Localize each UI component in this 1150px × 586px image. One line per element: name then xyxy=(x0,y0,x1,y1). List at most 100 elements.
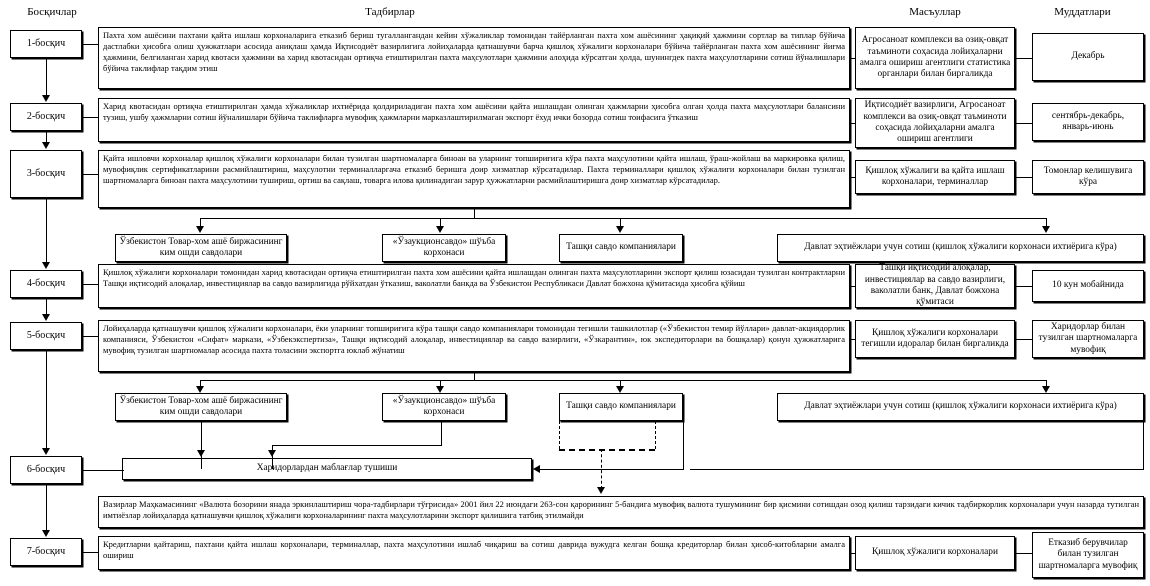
stage-connector-4-5 xyxy=(46,298,47,314)
link-measure4-responsible4 xyxy=(850,286,856,287)
stage-label-1: 1-босқич xyxy=(26,37,66,49)
stage-connector-3-4 xyxy=(46,198,47,262)
measure-box-4[interactable]: Қишлоқ хўжалиги корхоналари томонидан ха… xyxy=(98,264,850,308)
deadline-text-5: Харидорлар билан тузилган шартномаларга … xyxy=(1038,321,1138,355)
deadline-box-2[interactable]: сентябрь-декабрь, январь-июнь xyxy=(1032,103,1144,141)
link-measure2-responsible2 xyxy=(850,123,856,124)
channel-box-row1-foreigntrade[interactable]: Ташқи савдо компаниялари xyxy=(559,234,683,262)
measure-text-5: Лойиҳаларда қатнашувчи қишлоқ хўжалиги к… xyxy=(103,323,845,356)
responsible-box-7[interactable]: Қишлоқ хўжалиги корхоналари xyxy=(855,536,1015,570)
channel-text-row2-foreigntrade: Ташқи савдо компаниялари xyxy=(566,401,676,412)
measure-box-7[interactable]: Кредитларни қайтариш, пахтани қайта ишла… xyxy=(98,536,850,570)
stage-arrow-3 xyxy=(41,142,50,149)
route-row2-c4-into-payments xyxy=(690,469,1144,470)
stage-arrow-5 xyxy=(41,314,50,321)
measure-box-5[interactable]: Лойиҳаларда қатнашувчи қишлоқ хўжалиги к… xyxy=(98,320,850,372)
bus-arrow-row2-c3 xyxy=(615,386,624,393)
link-measure3-responsible3 xyxy=(850,177,856,178)
link-stage6-measure6 xyxy=(82,470,122,471)
bus-branch-row1-c1 xyxy=(200,218,201,228)
bus-drop-row1 xyxy=(474,208,475,218)
route-row2-c2-down xyxy=(272,445,273,469)
bus-arrow-row1-c1 xyxy=(195,226,204,233)
stage-arrow-4 xyxy=(41,262,50,269)
bus-branch-row2-c2 xyxy=(440,380,441,388)
column-header-responsible: Масъуллар xyxy=(909,6,961,18)
bus-branch-row2-c1 xyxy=(200,380,201,388)
bus-drop-row2 xyxy=(474,372,475,380)
responsible-box-3[interactable]: Қишлоқ хўжалиги ва қайта ишлаш корхонала… xyxy=(855,160,1015,194)
stage-arrow-7 xyxy=(41,530,50,537)
deadline-text-7: Етказиб берувчилар билан тузилган шартно… xyxy=(1038,537,1138,571)
link-stage2-measure2 xyxy=(82,117,98,118)
deadline-box-1[interactable]: Декабрь xyxy=(1032,33,1144,81)
deadline-box-5[interactable]: Харидорлар билан тузилган шартномаларга … xyxy=(1032,320,1144,358)
stage-label-6: 6-босқич xyxy=(26,463,66,475)
bus-arrow-row1-c2 xyxy=(435,226,444,233)
stage-box-3[interactable]: 3-босқич xyxy=(10,150,82,198)
link-stage1-measure1 xyxy=(82,44,98,45)
responsible-box-4[interactable]: Ташқи иқтисодий алоқалар, инвестициялар … xyxy=(855,263,1015,308)
responsible-text-1: Агросаноат комплекси ва озиқ-овқат таъми… xyxy=(859,35,1011,80)
channel-box-row2-exchange[interactable]: Ўзбекистон Товар-хом ашё биржасининг ким… xyxy=(115,393,287,421)
stage-connector-5-6 xyxy=(46,350,47,448)
stage-box-1[interactable]: 1-босқич xyxy=(10,30,82,58)
stage-box-5[interactable]: 5-босқич xyxy=(10,322,82,350)
channel-box-row2-state[interactable]: Давлат эҳтиёжлари учун сотиш (қишлоқ хўж… xyxy=(777,393,1144,421)
route-row2-c3-drop xyxy=(683,421,684,469)
bus-arrow-row2-c2 xyxy=(435,386,444,393)
stage-label-7: 7-босқич xyxy=(26,545,66,557)
responsible-box-1[interactable]: Агросаноат комплекси ва озиқ-овқат таъми… xyxy=(855,27,1015,89)
channel-box-row2-foreigntrade[interactable]: Ташқи савдо компаниялари xyxy=(559,393,683,421)
responsible-text-5: Қишлоқ хўжалиги корхоналари тегишли идор… xyxy=(861,327,1009,349)
channel-text-row2-exchange: Ўзбекистон Товар-хом ашё биржасининг ким… xyxy=(119,395,283,417)
measure-box-1[interactable]: Пахта хом ашёсини пахтани қайта ишлаш ко… xyxy=(98,27,850,89)
stage-arrow-2 xyxy=(41,95,50,102)
bus-line-row1 xyxy=(200,218,1046,219)
deadline-text-3: Томонлар келишувига кўра xyxy=(1043,165,1133,187)
channel-text-row1-state: Давлат эҳтиёжлари учун сотиш (қишлоқ хўж… xyxy=(804,242,1117,253)
bus-branch-row2-c4 xyxy=(1046,380,1047,388)
channel-box-row1-auction[interactable]: «Ўзаукционсавдо» шўъба корхонаси xyxy=(382,234,506,262)
dashed-arrow-to-note xyxy=(596,487,605,494)
measure-text-2: Харид квотасидан ортиқча етиштирилган ҳа… xyxy=(103,101,845,123)
stage-box-6[interactable]: 6-босқич xyxy=(10,456,82,484)
responsible-box-2[interactable]: Иқтисодиёт вазирлиги, Агросаноат комплек… xyxy=(855,98,1015,148)
responsible-text-2: Иқтисодиёт вазирлиги, Агросаноат комплек… xyxy=(863,100,1007,145)
link-responsible2-deadline2 xyxy=(1015,123,1032,124)
route-row2-c2-drop xyxy=(441,421,442,445)
deadline-box-7[interactable]: Етказиб берувчилар билан тузилган шартно… xyxy=(1032,532,1144,578)
channel-box-row2-auction[interactable]: «Ўзаукционсавдо» шўъба корхонаси xyxy=(382,393,506,421)
link-measure5-responsible5 xyxy=(850,339,856,340)
measure-box-3[interactable]: Қайта ишловчи корхоналар қишлоқ хўжалиги… xyxy=(98,150,850,208)
stage-label-3: 3-босқич xyxy=(26,167,66,179)
measure-text-4: Қишлоқ хўжалиги корхоналари томонидан ха… xyxy=(103,267,845,289)
bus-branch-row1-c2 xyxy=(440,218,441,228)
bus-arrow-row2-c4 xyxy=(1041,386,1050,393)
channel-text-row1-exchange: Ўзбекистон Товар-хом ашё биржасининг ким… xyxy=(119,236,283,258)
route-arrow-c2-into-payments xyxy=(267,450,276,457)
deadline-box-3[interactable]: Томонлар келишувига кўра xyxy=(1032,160,1144,194)
stage-connector-6-7 xyxy=(46,484,47,530)
stage-arrow-6 xyxy=(41,448,50,455)
stage-box-2[interactable]: 2-босқич xyxy=(10,103,82,131)
link-stage4-measure4 xyxy=(82,284,98,285)
channel-box-row1-state[interactable]: Давлат эҳтиёжлари учун сотиш (қишлоқ хўж… xyxy=(777,234,1144,262)
channel-box-row1-exchange[interactable]: Ўзбекистон Товар-хом ашё биржасининг ким… xyxy=(115,234,287,262)
deadline-box-4[interactable]: 10 кун мобайнида xyxy=(1032,270,1144,302)
stage-box-7[interactable]: 7-босқич xyxy=(10,538,82,566)
responsible-box-5[interactable]: Қишлоқ хўжалиги корхоналари тегишли идор… xyxy=(855,320,1015,358)
route-row2-c3-into-payments xyxy=(540,469,684,470)
measure-text-7: Кредитларни қайтариш, пахтани қайта ишла… xyxy=(103,539,845,561)
link-stage3-measure3 xyxy=(82,174,98,175)
note-box[interactable]: Вазирлар Маҳкамасининг «Валюта бозорини … xyxy=(98,496,1144,528)
bus-branch-row1-c3 xyxy=(620,218,621,228)
measure-box-2[interactable]: Харид квотасидан ортиқча етиштирилган ҳа… xyxy=(98,98,850,142)
link-payments-left xyxy=(110,470,124,471)
channel-text-row1-auction: «Ўзаукционсавдо» шўъба корхонаси xyxy=(392,236,496,258)
measure-box-6-payments[interactable]: Харидорлардан маблағлар тушиши xyxy=(122,458,532,480)
bus-arrow-row2-c1 xyxy=(195,386,204,393)
stage-box-4[interactable]: 4-босқич xyxy=(10,270,82,298)
dashed-line-c3-right xyxy=(655,421,656,449)
measure-text-3: Қайта ишловчи корхоналар қишлоқ хўжалиги… xyxy=(103,153,845,186)
